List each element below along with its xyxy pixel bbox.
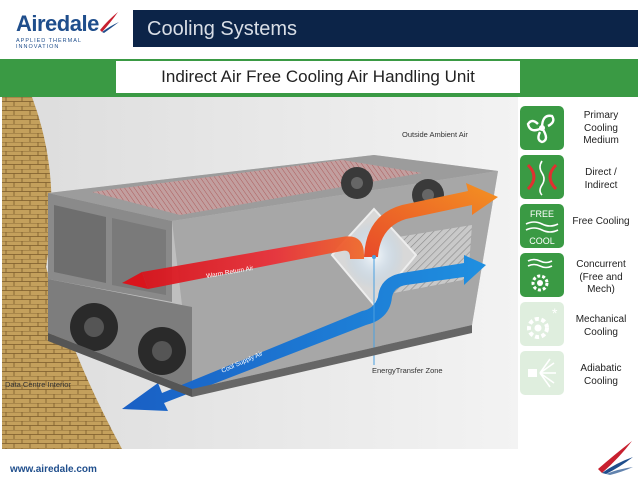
airedale-logo: Airedale APPLIED THERMAL INNOVATION bbox=[10, 6, 122, 50]
ahu-side bbox=[172, 171, 498, 389]
outside-air-label: Outside Ambient Air bbox=[402, 130, 468, 139]
concurrent-label: Concurrent (Free and Mech) bbox=[576, 259, 626, 295]
svg-text:*: * bbox=[552, 305, 558, 321]
primary-cooling-icon-box bbox=[520, 106, 564, 150]
ahu-diagram: Outside Ambient Air Warm Return Air Cool… bbox=[2, 97, 518, 449]
website-link[interactable]: www.airedale.com bbox=[10, 464, 97, 475]
supply-fan-1 bbox=[70, 303, 118, 351]
mechanical-icon-box: * bbox=[520, 302, 564, 346]
brick-wall bbox=[2, 97, 122, 449]
logo-tagline: APPLIED THERMAL INNOVATION bbox=[16, 38, 82, 50]
warm-return-arrow-tail bbox=[122, 272, 148, 289]
title-bar: Cooling Systems bbox=[133, 10, 638, 47]
adiabatic-spray-icon bbox=[528, 358, 556, 388]
cool-supply-arrow bbox=[122, 255, 486, 411]
footer-swoosh-icon bbox=[598, 441, 633, 475]
supply-fan-2 bbox=[138, 327, 186, 375]
logo-swoosh-icon bbox=[100, 12, 119, 33]
logo-wordmark: Airedale bbox=[16, 11, 99, 36]
diagram-subtitle: Indirect Air Free Cooling Air Handling U… bbox=[116, 61, 520, 93]
energy-zone-dot bbox=[372, 255, 376, 259]
fan-swirl-icon bbox=[526, 114, 555, 144]
ahu-illustration bbox=[2, 97, 518, 449]
upper-panel-left bbox=[54, 205, 106, 283]
direct-indirect-icon bbox=[526, 160, 558, 196]
free-cool-icon-top: FREE bbox=[530, 209, 554, 219]
primary-cooling-label: Primary Cooling Medium bbox=[583, 110, 619, 146]
free-cooling-icon-box: FREE COOL bbox=[520, 204, 564, 248]
concurrent-gear-icon bbox=[527, 258, 553, 292]
direct-indirect-icon-box bbox=[520, 155, 564, 199]
direct-indirect-label: Direct / Indirect bbox=[584, 167, 618, 191]
free-cooling-label: Free Cooling bbox=[572, 216, 630, 227]
base-frame-front bbox=[48, 333, 192, 397]
base-frame-side bbox=[192, 325, 472, 397]
exhaust-air-arrow bbox=[364, 183, 498, 257]
exhaust-fan-1 bbox=[341, 167, 373, 199]
free-cool-icon-bottom: COOL bbox=[529, 236, 555, 246]
energy-zone-label: EnergyTransfer Zone bbox=[372, 366, 443, 375]
page-title: Cooling Systems bbox=[147, 18, 298, 40]
adiabatic-label: Adiabatic Cooling bbox=[580, 363, 622, 387]
data-centre-label: Data Centre Interior bbox=[5, 380, 71, 389]
roof-heat-exchanger bbox=[92, 160, 422, 215]
warm-return-arrow bbox=[142, 236, 364, 289]
free-cool-icon: FREE COOL bbox=[525, 209, 559, 246]
mechanical-gear-icon: * bbox=[527, 305, 558, 339]
adiabatic-icon-box bbox=[520, 351, 564, 395]
mechanical-label: Mechanical Cooling bbox=[575, 314, 627, 338]
concurrent-icon-box bbox=[520, 253, 564, 297]
